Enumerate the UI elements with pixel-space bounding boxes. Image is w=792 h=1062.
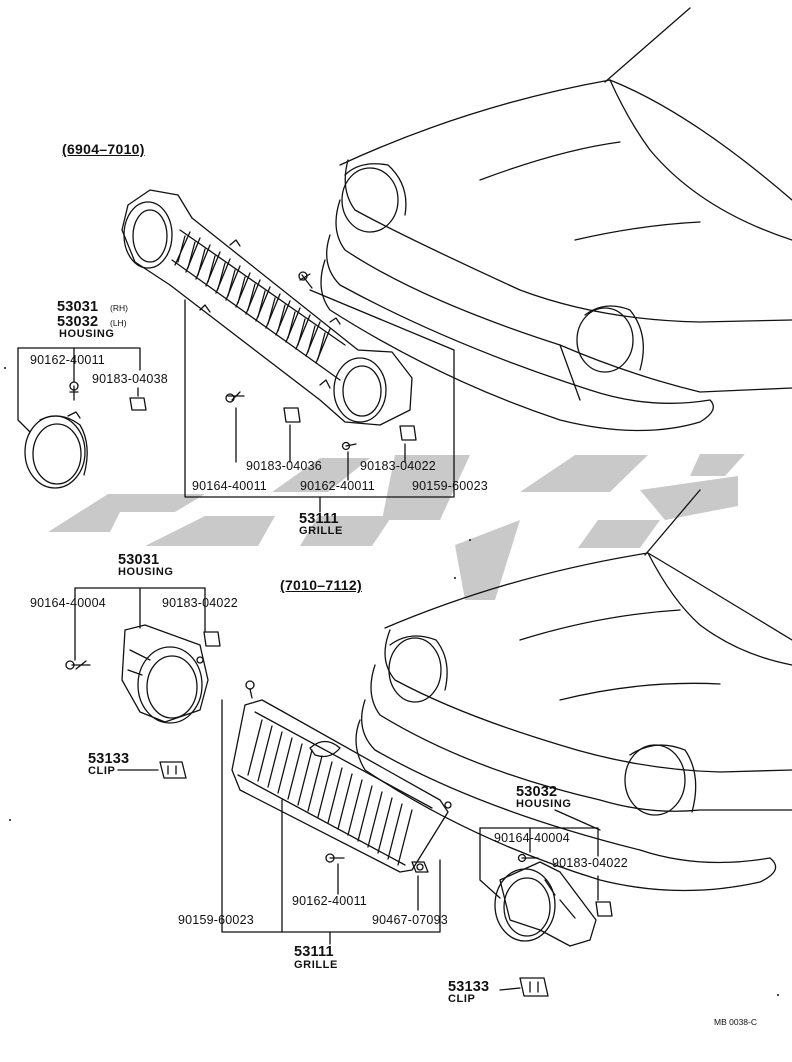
grille-top-illustration [121,189,413,426]
clip-right-bottom-name: CLIP [448,993,476,1005]
clip-left-bottom-name: CLIP [88,765,116,777]
grille-bottom-part-number: 53111 [294,944,334,960]
housing-right-bottom-illustration [494,861,597,947]
grille-top-name: GRILLE [299,525,343,537]
leader-lines-bottom [74,587,601,991]
housing-right-bottom-nut-part: 90183-04022 [552,856,628,870]
housing-lh-part-number: 53032 [57,314,99,330]
leader-lines-top [17,289,455,513]
small-parts-bottom-center [325,853,429,873]
clip-left-bottom-part-number: 53133 [88,751,130,767]
grille-top-clip-part: 90159-60023 [412,479,488,493]
housing-top-screw-part: 90162-40011 [30,353,105,367]
grille-top-nut-b-part: 90183-04022 [360,459,436,473]
grille-bottom-grommet-part: 90467-07093 [372,913,448,927]
small-parts-bottom-left [65,631,221,779]
housing-ring-top-illustration [24,411,88,489]
watermark-logo [48,454,745,600]
housing-left-bottom-nut-part: 90183-04022 [162,596,238,610]
drawing-code: MB 0038-C [714,1017,757,1027]
housing-top-nut-part: 90183-04038 [92,372,168,386]
housing-left-bottom-name: HOUSING [118,566,174,578]
grille-top-screw-a-part: 90164-40011 [192,479,267,493]
housing-right-bottom-screw-part: 90164-40004 [494,831,570,845]
housing-rh-tag: (RH) [110,303,128,313]
grille-top-nut-a-part: 90183-04036 [246,459,322,473]
grille-top-part-number: 53111 [299,511,339,527]
grille-bottom-screw-part: 90162-40011 [292,894,367,908]
housing-lh-tag: (LH) [110,318,127,328]
grille-bottom-clip-part: 90159-60023 [178,913,254,927]
small-parts-bottom-right [517,853,613,997]
grille-bottom-illustration [231,680,452,873]
car-body-top [320,7,792,432]
small-parts-top [69,271,417,451]
clip-right-bottom-part-number: 53133 [448,979,490,995]
housing-right-bottom-part-number: 53032 [516,784,558,800]
housing-left-bottom-illustration [121,624,209,724]
grille-bottom-name: GRILLE [294,959,338,971]
housing-rh-part-number: 53031 [57,299,99,315]
grille-top-screw-b-part: 90162-40011 [300,479,375,493]
housing-right-bottom-name: HOUSING [516,798,572,810]
range-header-bottom: (7010–7112) [280,577,362,593]
speckles [4,367,779,996]
housing-left-bottom-screw-part: 90164-40004 [30,596,106,610]
housing-top-name: HOUSING [59,328,115,340]
car-body-bottom [355,489,792,892]
housing-left-bottom-part-number: 53031 [118,552,160,568]
range-header-top: (6904–7010) [62,141,145,157]
